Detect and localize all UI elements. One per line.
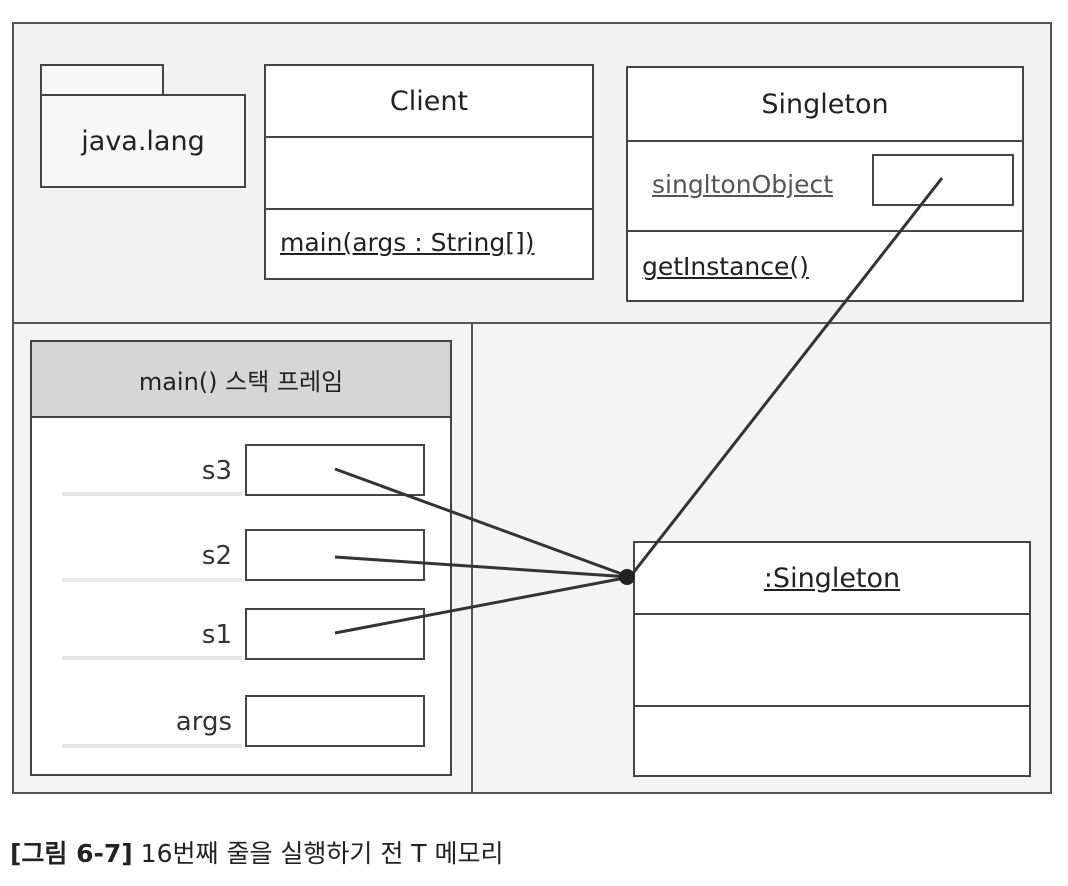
arrow-s3 — [334, 467, 631, 579]
singleton-class-methods: getInstance() — [628, 232, 1022, 300]
client-class-methods: main(args : String[]) — [266, 210, 592, 278]
client-class: Client main(args : String[]) — [264, 64, 594, 280]
client-class-name-section: Client — [266, 66, 592, 138]
figure-caption: [그림 6-7] 16번째 줄을 실행하기 전 T 메모리 — [10, 834, 504, 870]
singleton-class-attributes: singltonObject — [628, 142, 1022, 232]
stack-frame-header: main() 스택 프레임 — [32, 342, 450, 418]
singleton-field-slot — [872, 154, 1014, 206]
var-slot-s2 — [245, 529, 425, 581]
instance-attributes — [635, 615, 1029, 707]
shadow-s3 — [62, 492, 242, 496]
package-java-lang: java.lang — [40, 94, 246, 188]
shadow-s2 — [62, 578, 242, 582]
var-label-s2: s2 — [201, 541, 232, 571]
client-class-name: Client — [389, 85, 469, 117]
shadow-s1 — [62, 656, 242, 660]
singleton-field-label: singltonObject — [652, 170, 833, 199]
package-tab — [40, 64, 164, 96]
instance-name-section: :Singleton — [635, 543, 1029, 615]
arrow-head — [619, 569, 635, 585]
singleton-class-name-section: Singleton — [628, 68, 1022, 142]
var-label-args: args — [175, 707, 232, 737]
arrow-s1 — [334, 575, 631, 635]
arrow-singleton-object — [628, 177, 944, 578]
shadow-args — [62, 744, 242, 748]
client-main-method: main(args : String[]) — [280, 228, 535, 257]
stack-frame-title: main() 스택 프레임 — [138, 367, 344, 396]
arrow-s2 — [334, 555, 631, 579]
client-class-attributes — [266, 138, 592, 210]
singleton-instance: :Singleton — [633, 541, 1031, 777]
var-label-s3: s3 — [201, 456, 232, 486]
caption-text: 16번째 줄을 실행하기 전 T 메모리 — [132, 839, 504, 868]
caption-label: [그림 6-7] — [10, 839, 133, 868]
singleton-class: Singleton singltonObject getInstance() — [626, 66, 1024, 302]
var-slot-s1 — [245, 608, 425, 660]
instance-name: :Singleton — [763, 562, 901, 594]
package-name: java.lang — [81, 125, 205, 157]
var-label-s1: s1 — [201, 620, 232, 650]
var-slot-args — [245, 695, 425, 747]
singleton-class-name: Singleton — [761, 88, 889, 120]
get-instance-method: getInstance() — [642, 252, 809, 281]
